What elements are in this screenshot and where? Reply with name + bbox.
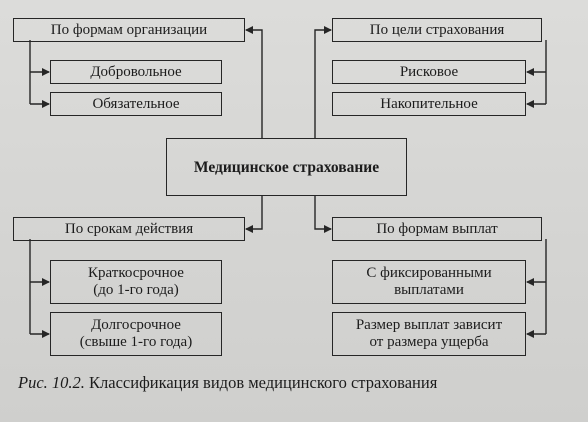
left-top-item-1: Добровольное — [50, 60, 222, 84]
right-top-item-1: Рисковое — [332, 60, 526, 84]
left-top-item-2: Обязательное — [50, 92, 222, 116]
right-top-item-2: Накопительное — [332, 92, 526, 116]
arrow-center-to-right-bottom — [314, 196, 332, 233]
left-bottom-item-1: Краткосрочное (до 1-го года) — [50, 260, 222, 304]
right-top-header: По цели страхования — [332, 18, 542, 42]
left-bottom-item-2: Долгосрочное (свыше 1-го года) — [50, 312, 222, 356]
caption-prefix: Рис. 10.2. — [18, 373, 85, 392]
left-bottom-header: По срокам действия — [13, 217, 245, 241]
right-bottom-header: По формам выплат — [332, 217, 542, 241]
center-box: Медицинское страхование — [166, 138, 407, 196]
left-top-header: По формам организации — [13, 18, 245, 42]
caption-text: Классификация видов медицинского страхов… — [84, 373, 438, 392]
arrow-center-to-left-top — [245, 26, 263, 138]
arrow-center-to-right-top — [314, 26, 332, 138]
figure-caption: Рис. 10.2. Классификация видов медицинск… — [18, 373, 578, 393]
arrow-center-to-left-bottom — [245, 196, 263, 233]
right-bottom-item-2: Размер выплат зависит от размера ущерба — [332, 312, 526, 356]
right-bottom-item-1: С фиксированными выплатами — [332, 260, 526, 304]
